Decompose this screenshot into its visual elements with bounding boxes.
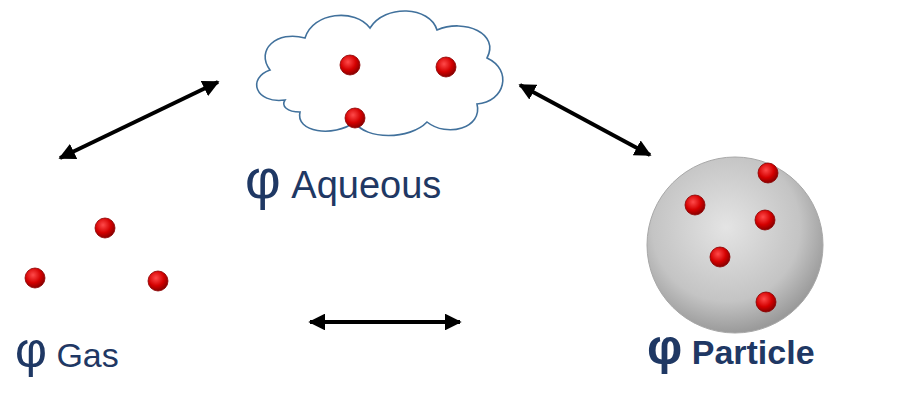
aqueous-cloud: φ Aqueous — [215, 0, 522, 215]
particle-sphere: φ Particle — [640, 150, 892, 395]
double-arrow — [310, 320, 460, 324]
phase-label: φ Gas — [15, 325, 119, 374]
phase-label: φ Aqueous — [245, 152, 441, 207]
double-arrow — [520, 85, 650, 155]
gas-phase: φ Gas — [10, 150, 185, 395]
phase-label: φ Particle — [647, 322, 815, 371]
double-arrow — [60, 82, 218, 158]
